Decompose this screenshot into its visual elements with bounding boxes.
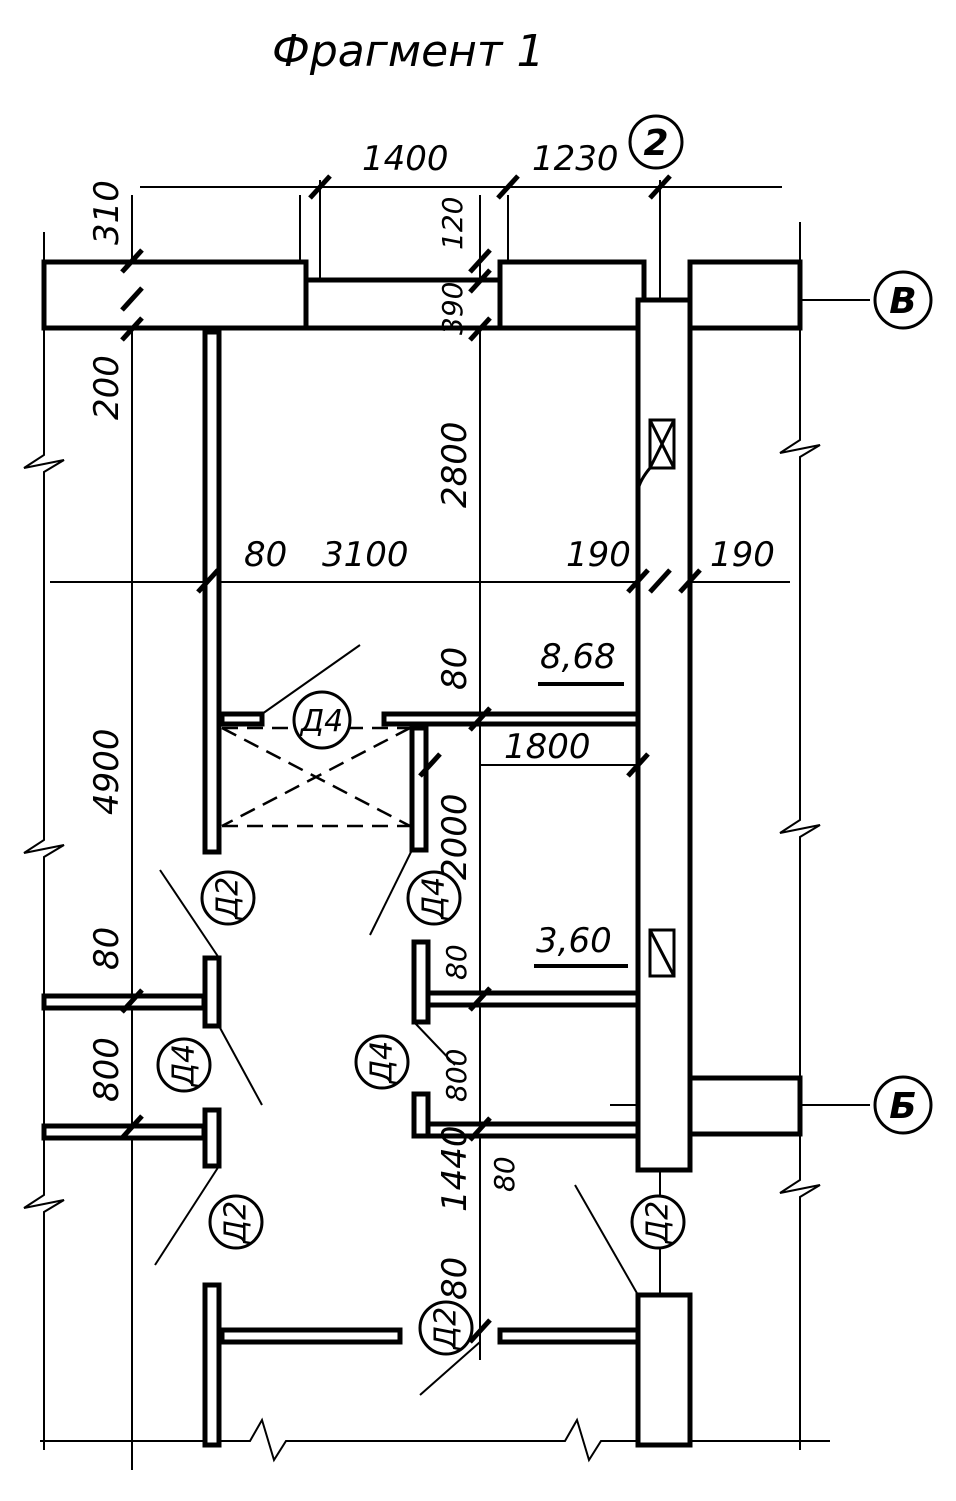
axis-label-2: 2 (643, 123, 668, 164)
dim-4900: 4900 (87, 728, 127, 815)
vent-icon-top (636, 418, 676, 491)
area-label: 8,68 (540, 637, 616, 677)
door-label: Д4 (167, 1044, 202, 1089)
door-marker-d4-center: Д4 (354, 1034, 410, 1090)
dim-800-left: 800 (87, 1037, 127, 1102)
break-line-right (779, 222, 821, 1450)
door-marker-d4-left: Д4 (156, 1037, 212, 1093)
plan-title: Фрагмент 1 (272, 26, 545, 77)
door-label: Д2 (219, 1201, 254, 1246)
dim-80-b: 80 (488, 1156, 521, 1192)
door-label: Д4 (299, 704, 344, 739)
door-marker-d2-left-lower: Д2 (208, 1194, 264, 1250)
dim-190-left: 190 (566, 535, 631, 575)
dim-1400: 1400 (362, 139, 449, 179)
dim-80-left: 80 (87, 927, 127, 970)
dim-800-mid: 800 (440, 1049, 473, 1102)
door-label: Д4 (365, 1041, 400, 1086)
door-label: Д4 (417, 877, 452, 922)
door-marker-d4-top: Д4 (292, 690, 352, 750)
dim-3100: 3100 (322, 535, 409, 575)
door-swing-lines (154, 644, 639, 1396)
area-label: 3,60 (536, 921, 612, 961)
dim-390: 390 (436, 282, 469, 335)
axis-marker-2: 2 (628, 114, 684, 170)
dashed-opening (221, 726, 411, 828)
axis-marker-v: В (873, 270, 933, 330)
dim-2000: 2000 (435, 793, 475, 880)
dimension-ticks (120, 174, 702, 1344)
area-room-small: 3,60 (534, 921, 628, 968)
break-line-left (23, 232, 65, 1450)
door-marker-d2-right: Д2 (630, 1194, 686, 1250)
axis-label-b: Б (889, 1086, 916, 1127)
dim-120: 120 (436, 197, 469, 250)
door-marker-d2-bottom: Д2 (418, 1300, 474, 1356)
door-marker-d2-left-upper: Д2 (200, 870, 256, 926)
dim-1440: 1440 (435, 1125, 475, 1212)
dim-190-right: 190 (710, 535, 775, 575)
dim-310: 310 (87, 180, 127, 245)
dim-80-c: 80 (435, 1257, 475, 1300)
dim-1800: 1800 (504, 727, 591, 767)
axis-marker-b: Б (873, 1075, 933, 1135)
door-label: Д2 (211, 877, 246, 922)
walls (41, 259, 803, 1448)
dim-2800: 2800 (435, 421, 475, 508)
vent-icon-bottom (648, 928, 676, 978)
door-marker-d4-mid: Д4 (406, 870, 462, 926)
dim-80-upper: 80 (244, 535, 287, 575)
axis-label-v: В (889, 281, 916, 322)
dimension-labels: 1400 1230 310 120 390 200 2800 80 3100 1… (87, 139, 775, 1300)
dim-80-mid: 80 (440, 944, 473, 980)
area-room-top: 8,68 (538, 637, 624, 686)
dim-1230: 1230 (532, 139, 619, 179)
dim-80-top: 80 (435, 647, 475, 690)
door-label: Д2 (429, 1307, 464, 1352)
break-line-bottom (40, 1417, 830, 1463)
door-label: Д2 (641, 1201, 676, 1246)
dim-200: 200 (87, 355, 127, 420)
